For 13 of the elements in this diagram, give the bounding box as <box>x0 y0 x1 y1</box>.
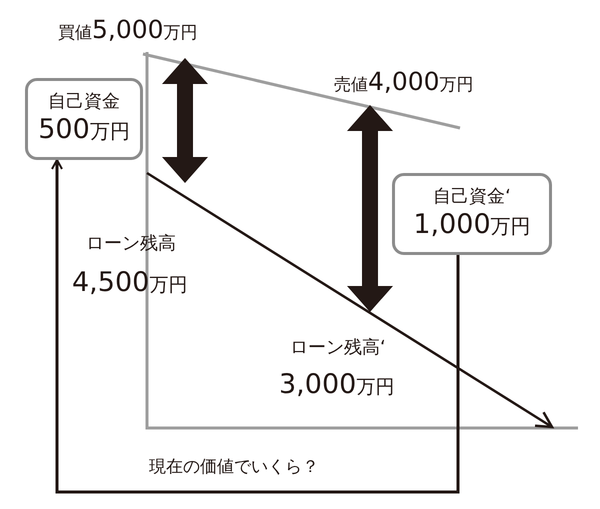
value-label: 4,500万円 <box>72 266 188 300</box>
box-heading: 自己資金 <box>48 90 120 114</box>
box-heading: 自己資金‘ <box>433 186 511 208</box>
value-label: ローン残高‘ <box>290 337 386 360</box>
value-label: 売値4,000万円 <box>334 66 474 98</box>
value-label: 買値5,000万円 <box>58 14 198 46</box>
value-label: ローン残高 <box>86 233 176 256</box>
rounded-box <box>392 173 552 255</box>
value-label: 3,000万円 <box>279 368 394 402</box>
amount-text: 500万円 <box>38 113 130 148</box>
rounded-box <box>25 78 143 160</box>
arrow <box>51 159 460 494</box>
amount-text: 1,000万円 <box>413 208 531 242</box>
